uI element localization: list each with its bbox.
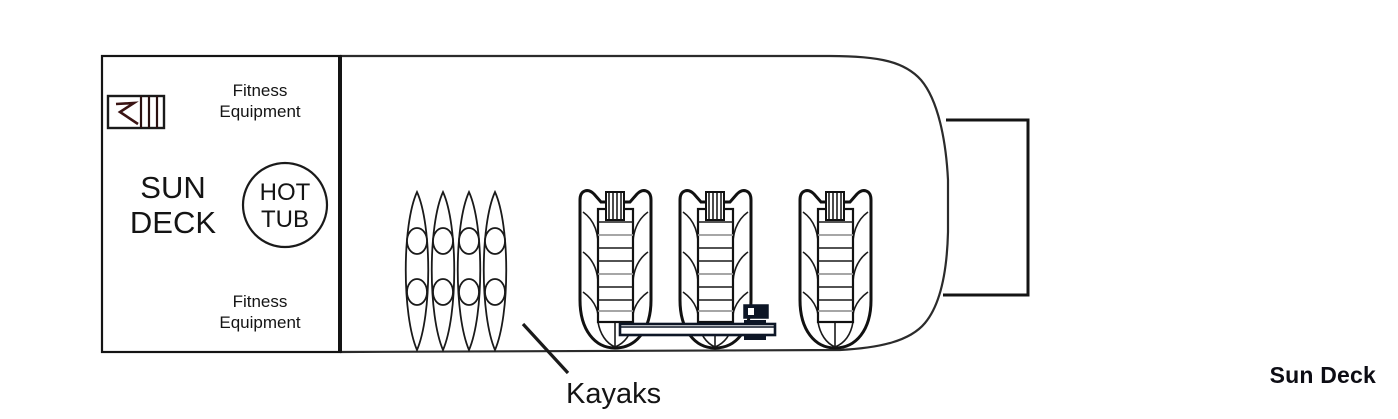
kayak [482, 189, 508, 353]
hot-tub-label-line2: TUB [261, 206, 309, 233]
winch-icon [605, 191, 625, 221]
kayaks-annotation: Kayaks [521, 322, 661, 410]
kayaks-leader-line [521, 322, 570, 375]
tender-boat [798, 189, 873, 350]
fitness-bottom-line2: Equipment [219, 313, 301, 332]
fitness-top-line1: Fitness [233, 81, 288, 100]
tender-boat [678, 189, 753, 350]
launch-equipment [743, 304, 769, 340]
gangway-rail [618, 322, 777, 337]
page-title: SUN DECK [130, 170, 216, 240]
kayaks-label: Kayaks [566, 378, 661, 410]
stairs-icon [106, 94, 166, 130]
winch-icon [705, 191, 725, 221]
deck-caption: Sun Deck [1269, 362, 1376, 388]
tender-boat [578, 189, 653, 350]
kayak-group [404, 189, 508, 353]
winch-icon [825, 191, 845, 221]
fitness-equipment-label-top: Fitness Equipment [219, 81, 301, 121]
fitness-equipment-label-bottom: Fitness Equipment [219, 292, 301, 332]
kayak [456, 189, 482, 353]
stern-platform [943, 118, 1030, 297]
hot-tub-label-line1: HOT [260, 179, 311, 206]
hot-tub: HOT TUB [241, 161, 329, 249]
sun-deck-title-line1: SUN [140, 170, 205, 205]
kayak [430, 189, 456, 353]
sun-deck-title-line2: DECK [130, 205, 216, 240]
kayak [404, 189, 430, 353]
fitness-bottom-line1: Fitness [233, 292, 288, 311]
ship-hull-outline [339, 54, 950, 354]
fitness-top-line2: Equipment [219, 102, 301, 121]
